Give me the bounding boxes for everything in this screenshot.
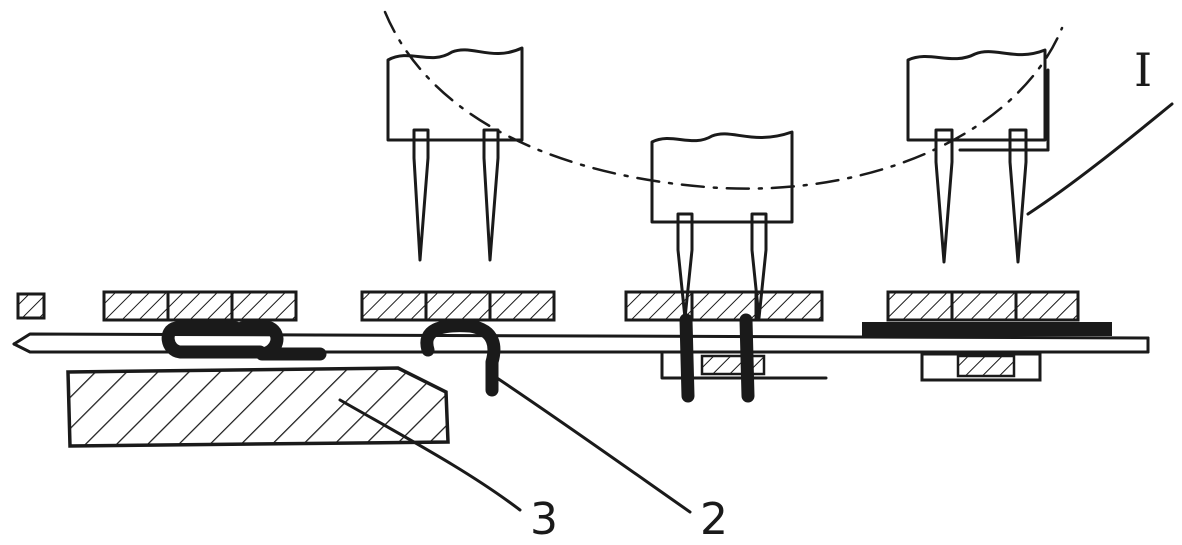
staple-formed-left <box>161 321 327 361</box>
guide-block-small <box>16 292 46 320</box>
guide-block-4 <box>886 290 1080 322</box>
needle-1a <box>412 128 430 262</box>
stapler-head-1 <box>386 46 524 262</box>
leader-line-3 <box>338 398 522 512</box>
leader-line-2 <box>492 374 692 514</box>
clamp-bar <box>862 322 1112 336</box>
guide-block-3 <box>624 290 824 322</box>
stapler-head-2 <box>650 130 794 320</box>
staple-2 <box>420 319 501 397</box>
guide-block-1 <box>102 290 298 322</box>
needle-2a <box>676 212 694 320</box>
needle-1b <box>482 128 500 262</box>
rotation-path-arc <box>383 10 1064 190</box>
staple-legs-middle <box>679 313 755 403</box>
label-part-1: I <box>1134 43 1152 97</box>
needle-3a <box>934 128 954 264</box>
needle-2b <box>750 212 768 320</box>
clincher-block-4 <box>920 352 1042 382</box>
anvil-block <box>66 366 450 448</box>
stapler-head-3 <box>906 48 1050 264</box>
needle-3b <box>1008 128 1028 264</box>
label-part-2: 2 <box>700 494 728 545</box>
leader-line-1 <box>1026 102 1174 216</box>
label-part-3: 3 <box>530 494 558 545</box>
paper-strip <box>12 332 1150 354</box>
guide-block-2 <box>360 290 556 322</box>
